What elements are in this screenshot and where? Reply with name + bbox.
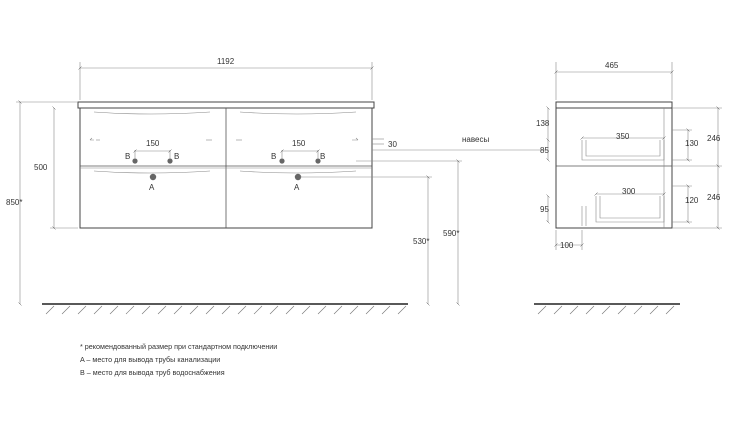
dim-350: 350 bbox=[616, 132, 630, 141]
bottom-drawer-profile bbox=[595, 196, 665, 223]
dim-300: 300 bbox=[622, 187, 636, 196]
top-drawer-profile bbox=[581, 140, 665, 161]
label-a: A bbox=[149, 183, 155, 192]
side-view: 465 138 85 350 130 246 300 95 120 246 bbox=[536, 61, 722, 250]
dim-30: 30 bbox=[388, 140, 397, 149]
label-b: B bbox=[174, 152, 179, 161]
pipe-b-point bbox=[315, 158, 321, 164]
pipe-b-point bbox=[167, 158, 173, 164]
dim-138: 138 bbox=[536, 119, 550, 128]
handle-bottom-left bbox=[93, 170, 211, 174]
label-hinges: навесы bbox=[462, 135, 489, 144]
dim-width: 1192 bbox=[217, 57, 235, 66]
notes: * рекомендованный размер при стандартном… bbox=[80, 340, 277, 379]
note-b: B – место для вывода труб водоснабжения bbox=[80, 368, 225, 377]
pipe-a-point bbox=[294, 173, 302, 181]
dim-246-bottom: 246 bbox=[707, 193, 721, 202]
dim-465: 465 bbox=[605, 61, 619, 70]
pipe-b-point bbox=[132, 158, 138, 164]
label-b: B bbox=[125, 152, 130, 161]
dim-150-left: 150 bbox=[146, 139, 160, 148]
handle-top-left bbox=[93, 111, 211, 115]
pipe-b-point bbox=[279, 158, 285, 164]
handle-top-right bbox=[239, 111, 357, 115]
dim-500: 500 bbox=[34, 163, 48, 172]
front-view: B B B B A A 150 150 1192 850* 500 30 нав… bbox=[6, 57, 548, 304]
dim-120: 120 bbox=[685, 196, 699, 205]
floor-front bbox=[42, 303, 408, 315]
label-b: B bbox=[320, 152, 325, 161]
note-recommended: * рекомендованный размер при стандартном… bbox=[80, 342, 278, 351]
handle-bottom-right bbox=[239, 170, 357, 174]
pipe-a-point bbox=[149, 173, 157, 181]
countertop bbox=[77, 101, 375, 109]
dim-85: 85 bbox=[540, 146, 549, 155]
floor-side bbox=[534, 303, 680, 315]
dim-850: 850* bbox=[6, 198, 22, 207]
dim-95: 95 bbox=[540, 205, 549, 214]
hinge-marks bbox=[89, 137, 359, 141]
dim-246-top: 246 bbox=[707, 134, 721, 143]
dim-150-right: 150 bbox=[292, 139, 306, 148]
note-a: A – место для вывода трубы канализации bbox=[80, 355, 221, 364]
dim-100: 100 bbox=[560, 241, 574, 250]
dim-590: 590* bbox=[443, 229, 459, 238]
side-body bbox=[555, 107, 673, 229]
label-b: B bbox=[271, 152, 276, 161]
dim-130: 130 bbox=[685, 139, 699, 148]
dim-530: 530* bbox=[413, 237, 429, 246]
label-a: A bbox=[294, 183, 300, 192]
side-countertop bbox=[555, 101, 673, 109]
